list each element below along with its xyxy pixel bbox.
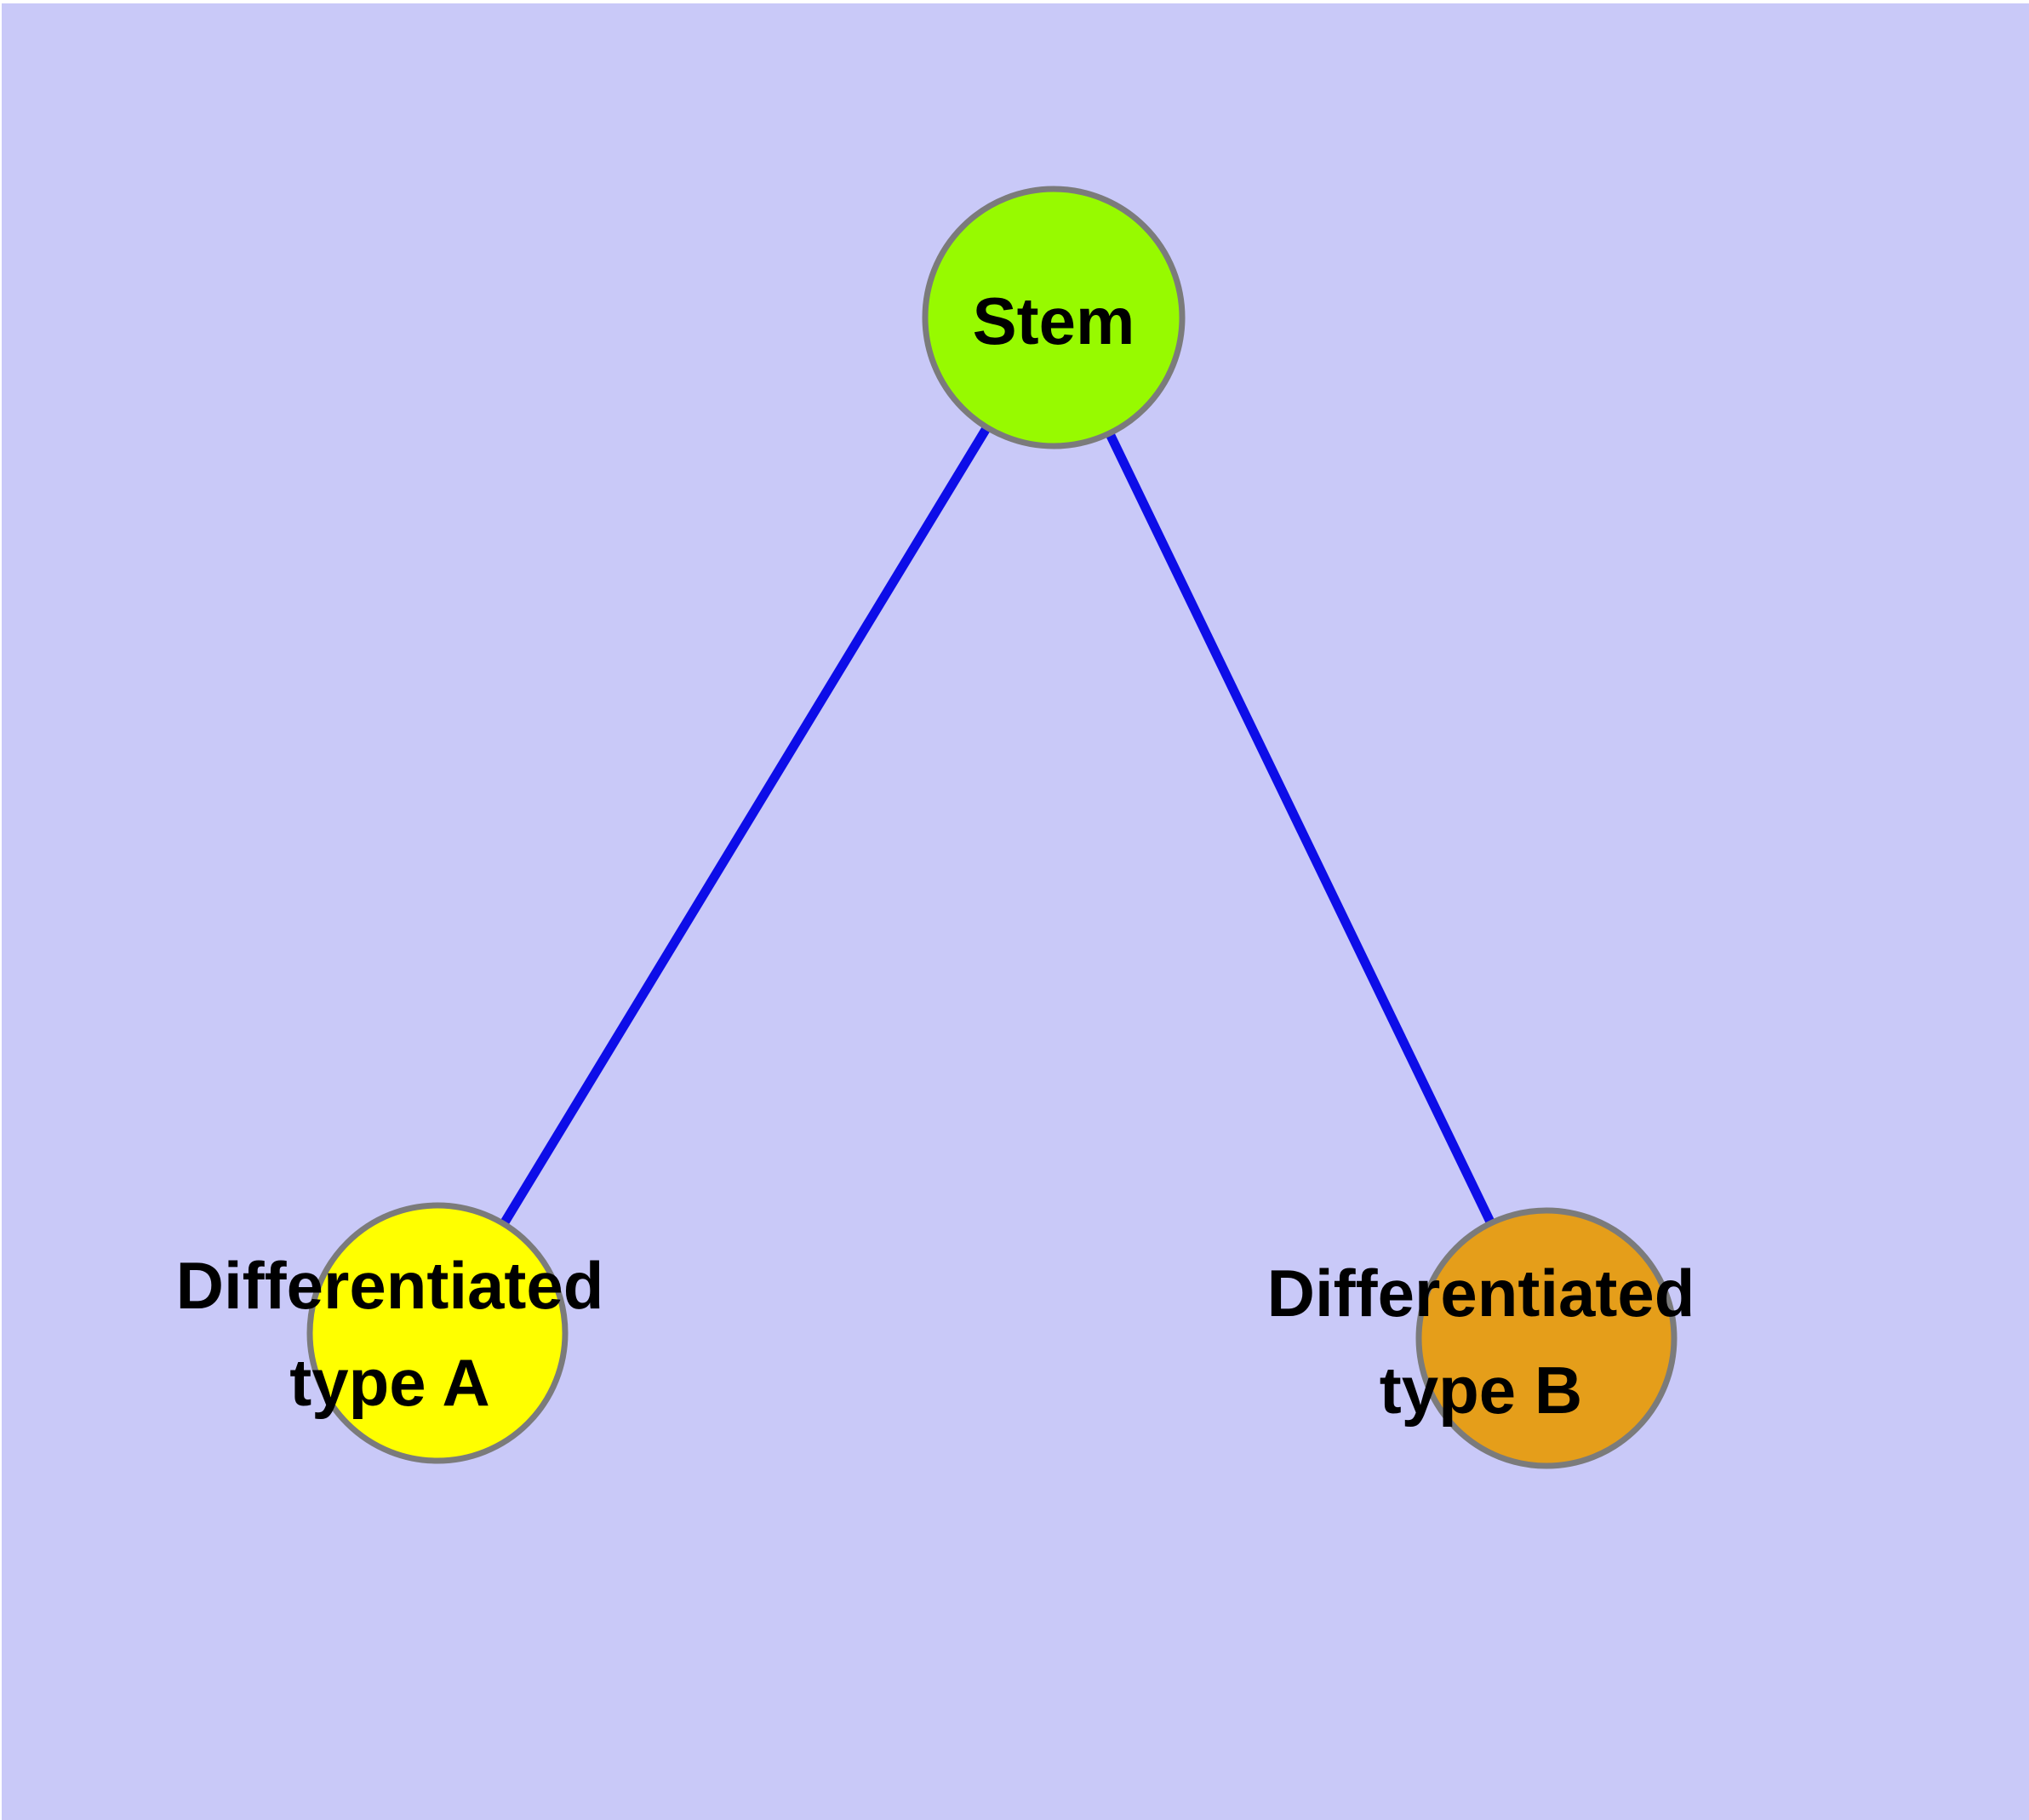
page-border-top — [0, 0, 2029, 3]
label-line: Differentiated — [1266, 1256, 1695, 1331]
node-label-stem: Stem — [973, 272, 1135, 369]
label-line: Differentiated — [175, 1248, 604, 1323]
label-line: type A — [289, 1345, 490, 1420]
label-line: Stem — [972, 283, 1135, 358]
page-border-left — [0, 0, 2, 1820]
node-label-type-b: Differentiated type B — [1267, 1245, 1695, 1439]
node-circle-type-b — [1415, 1207, 1677, 1469]
edge-stem-type-b — [1049, 315, 1551, 1341]
edge-stem-type-a — [433, 315, 1058, 1336]
label-line: type B — [1379, 1353, 1583, 1428]
node-label-type-a: Differentiated type A — [176, 1237, 604, 1431]
node-circle-stem — [922, 186, 1186, 449]
node-circle-type-a — [306, 1202, 569, 1464]
